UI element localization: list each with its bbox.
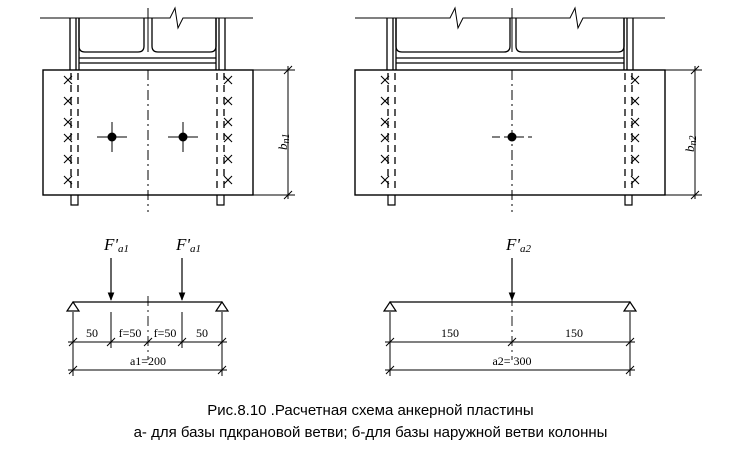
- dimension-tick: [385, 337, 395, 347]
- force-label-left-a: F'a1: [103, 235, 129, 255]
- column-branch-b: [355, 6, 665, 70]
- dimension-tick: [625, 337, 635, 347]
- weld-cross-mark: [63, 96, 73, 106]
- dimension-tick: [625, 365, 635, 375]
- weld-cross-mark: [380, 154, 390, 164]
- dimension-tick: [143, 337, 153, 347]
- dimension-tick: [217, 337, 227, 347]
- weld-cross-mark: [223, 96, 233, 106]
- weld-cross-mark: [380, 117, 390, 127]
- force-label-right-a: F'a1: [175, 235, 201, 255]
- column-branch-a: [40, 6, 253, 70]
- weld-cross-mark: [380, 75, 390, 85]
- weld-cross-mark: [630, 133, 640, 143]
- dim-total-a: a1=200: [130, 354, 166, 368]
- dimension-tick: [177, 337, 187, 347]
- weld-cross-mark: [223, 117, 233, 127]
- figure-a: bn1 F'a1 F'a1 50 f=50 f=50 50 a1=200: [40, 6, 295, 376]
- weld-marks-b: [380, 75, 640, 185]
- anchor-plate-b: [354, 69, 666, 196]
- dim-seg-1-b: 150: [441, 326, 459, 340]
- force-label-b: F'a2: [505, 235, 532, 255]
- plate-height-label-b: bn2: [682, 136, 699, 153]
- anchor-bolt-b: [492, 132, 532, 142]
- weld-cross-mark: [630, 154, 640, 164]
- weld-cross-mark: [223, 75, 233, 85]
- figure-b: bn2 F'a2 150 150 a2= 300: [354, 6, 702, 376]
- dim-seg-1-a: 50: [86, 326, 98, 340]
- caption-line-2: а- для базы пдкрановой ветви; б-для базы…: [133, 424, 608, 441]
- beam-scheme-a: [65, 258, 230, 360]
- weld-cross-mark: [63, 175, 73, 185]
- anchor-bolts-a: [97, 122, 198, 152]
- weld-cross-mark: [630, 96, 640, 106]
- dimension-tick: [385, 365, 395, 375]
- weld-cross-mark: [380, 96, 390, 106]
- plate-height-label-a: bn1: [275, 134, 292, 151]
- dimension-tick: [68, 365, 78, 375]
- dimension-tick: [507, 337, 517, 347]
- dim-seg-4-a: 50: [196, 326, 208, 340]
- figure-caption: Рис.8.10 .Расчетная схема анкерной пласт…: [0, 400, 741, 444]
- dimension-tick: [217, 365, 227, 375]
- dim-seg-3-a: f=50: [154, 326, 177, 340]
- weld-cross-mark: [223, 133, 233, 143]
- weld-cross-mark: [380, 133, 390, 143]
- weld-cross-mark: [223, 154, 233, 164]
- dimension-tick: [68, 337, 78, 347]
- weld-marks-a: [63, 75, 233, 185]
- weld-cross-mark: [63, 133, 73, 143]
- weld-cross-mark: [380, 175, 390, 185]
- weld-cross-mark: [223, 175, 233, 185]
- plate-height-dim-a: [253, 65, 295, 200]
- dim-seg-2-b: 150: [565, 326, 583, 340]
- caption-line-1: Рис.8.10 .Расчетная схема анкерной пласт…: [207, 402, 534, 419]
- weld-cross-mark: [630, 75, 640, 85]
- dim-total-b: a2= 300: [492, 354, 531, 368]
- plate-height-dim-b: [665, 65, 702, 200]
- beam-scheme-b: [382, 258, 638, 360]
- weld-cross-mark: [63, 117, 73, 127]
- weld-cross-mark: [63, 75, 73, 85]
- dim-seg-2-a: f=50: [119, 326, 142, 340]
- weld-cross-mark: [63, 154, 73, 164]
- dimension-tick: [106, 337, 116, 347]
- weld-cross-mark: [630, 117, 640, 127]
- weld-cross-mark: [630, 175, 640, 185]
